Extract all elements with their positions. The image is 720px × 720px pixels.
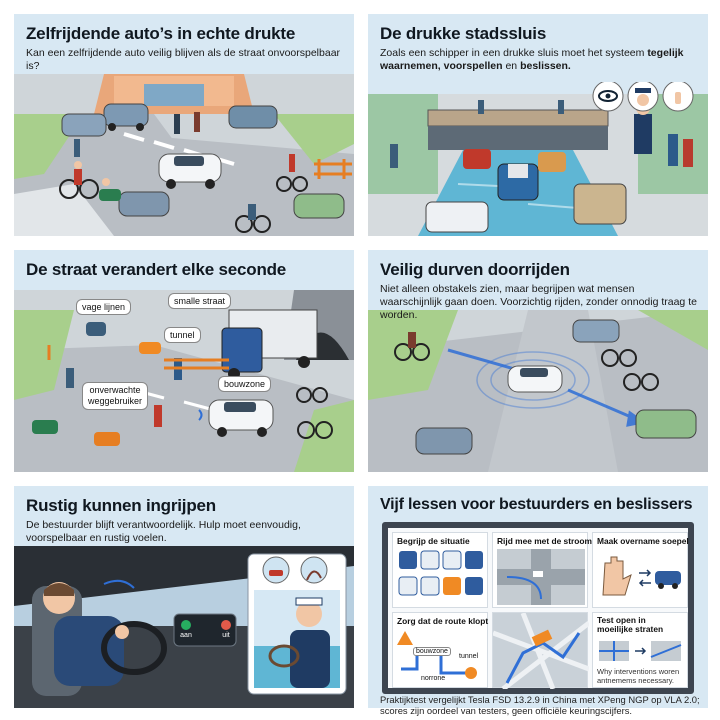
situation-icons (398, 550, 483, 596)
panel-title: Vijf lessen voor bestuurders en beslisse… (380, 496, 693, 513)
autopilot-off-button[interactable]: uit (222, 632, 230, 639)
lesson-correct-route: Zorg dat de route klopt bouwzone tunnel … (392, 612, 488, 688)
route-label-construction: bouwzone (413, 647, 451, 656)
route-label-tunnel: tunnel (459, 653, 479, 660)
panel-subtitle: Zoals een schipper in een drukke sluis m… (380, 47, 684, 72)
panel-city-lock: De drukke stadssluis Zoals een schipper … (368, 14, 708, 236)
label-narrow-street: smalle straat (168, 293, 232, 309)
scene-awareness (368, 250, 708, 472)
autopilot-on-button[interactable]: aan (180, 632, 192, 639)
panel-calm-intervention: Rustig kunnen ingrijpen De bestuurder bl… (14, 486, 354, 708)
traffic-flow-diagram (497, 549, 585, 605)
lesson-smooth-takeover: Maak overname soepel (592, 532, 689, 608)
lesson-title: Maak overname soepel (597, 536, 689, 546)
lesson-understand-situation: Begrijp de situatie (392, 532, 488, 608)
scene-intersection (14, 14, 354, 236)
label-construction-zone: bouwzone (218, 376, 272, 392)
scene-changing-street (14, 250, 354, 472)
label-faint-lines: vage lijnen (76, 299, 132, 315)
panel-subtitle: Niet alleen obstakels zien, maar begrijp… (380, 283, 697, 321)
route-map (492, 612, 589, 689)
panel-street-changes: De straat verandert elke seconde vage li… (14, 250, 354, 472)
lesson-flow-with-traffic: Rijd mee met de stroom (492, 532, 592, 608)
panel-subtitle: De bestuurder blijft verantwoordelijk. H… (26, 519, 301, 544)
route-label-narrow: norrone (421, 675, 446, 682)
scene-driver-cockpit (14, 486, 354, 708)
panel-five-lessons: Vijf lessen voor bestuurders en beslisse… (368, 486, 708, 708)
panel-title: Zelfrijdende auto’s in echte drukte (26, 24, 296, 43)
test-streets-icons (599, 641, 682, 661)
footer-caption: Praktijktest vergelijkt Tesla FSD 13.2.9… (380, 694, 700, 716)
panel-drive-on-safely: Veilig durven doorrijden Niet alleen obs… (368, 250, 708, 472)
panel-subtitle: Kan een zelfrijdende auto veilig blijven… (26, 47, 341, 72)
route-map-graphic (493, 613, 589, 689)
panel-title: De straat verandert elke seconde (26, 260, 287, 279)
scene-canal-lock (368, 14, 708, 236)
panel-title: De drukke stadssluis (380, 24, 547, 43)
lesson-title: Begrijp de situatie (397, 536, 470, 546)
label-tunnel: tunnel (164, 327, 201, 343)
panel-busy-traffic: Zelfrijdende auto’s in echte drukte Kan … (14, 14, 354, 236)
takeover-icons (602, 556, 681, 596)
lesson-title: Rijd mee met de stroom (497, 536, 592, 546)
lesson-title: Zorg dat de route klopt (397, 616, 489, 626)
panel-title: Rustig kunnen ingrijpen (26, 496, 216, 515)
panel-title: Veilig durven doorrijden (380, 260, 570, 279)
lessons-board: Begrijp de situatie Rijd mee met de stro… (382, 522, 694, 694)
